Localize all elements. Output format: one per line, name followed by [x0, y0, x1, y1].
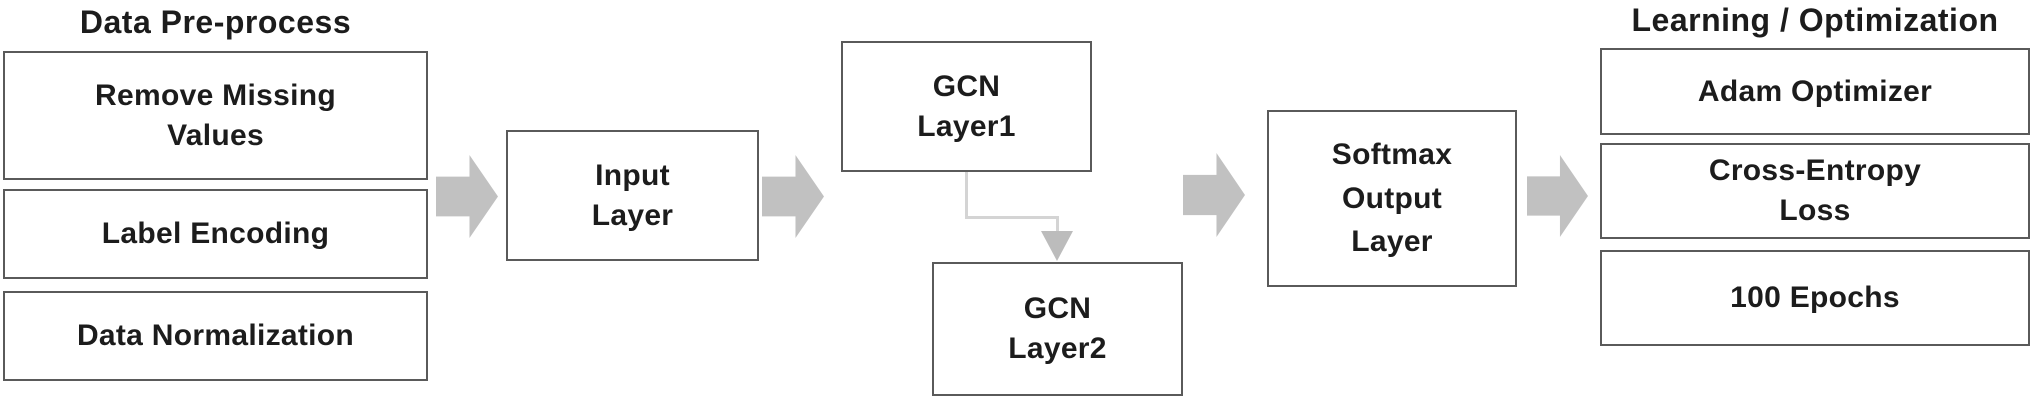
group-title-learning: Learning / Optimization [1631, 2, 1999, 38]
node-data-normalization: Data Normalization [3, 291, 428, 381]
node-label: Data Normalization [76, 319, 355, 353]
node-adam-optimizer: Adam Optimizer [1600, 48, 2030, 135]
node-label: Softmax Output Layer [1331, 138, 1453, 259]
node-label: Remove Missing Values [95, 78, 336, 152]
node-remove-missing-values: Remove Missing Values [3, 51, 428, 180]
node-label: GCN Layer1 [917, 69, 1016, 143]
node-label: Input Layer [591, 158, 674, 232]
node-label: 100 Epochs [1730, 281, 1900, 315]
node-label: Cross-Entropy Loss [1708, 154, 1922, 227]
node-100-epochs: 100 Epochs [1600, 250, 2030, 346]
node-label: Label Encoding [101, 217, 330, 251]
node-gcn-layer2: GCN Layer2 [932, 262, 1183, 396]
gcn-connector-vertical-line [965, 172, 968, 218]
node-cross-entropy-loss: Cross-Entropy Loss [1600, 143, 2030, 239]
node-label: GCN Layer2 [1008, 292, 1107, 365]
right-arrow-icon [436, 155, 498, 238]
node-label: Adam Optimizer [1697, 74, 1933, 108]
node-label-encoding: Label Encoding [3, 189, 428, 279]
right-arrow-icon [1527, 155, 1588, 237]
right-arrow-icon [762, 155, 824, 238]
node-softmax-output-layer: Softmax Output Layer [1267, 110, 1517, 287]
node-gcn-layer1: GCN Layer1 [841, 41, 1092, 172]
gcn-connector-horizontal-line [965, 216, 1058, 219]
gcn-connector-stub-line [1056, 216, 1059, 234]
node-input-layer: Input Layer [506, 130, 759, 261]
right-arrow-icon [1183, 153, 1245, 237]
group-title-preprocess: Data Pre-process [79, 4, 352, 40]
down-arrowhead-icon [1041, 231, 1073, 261]
